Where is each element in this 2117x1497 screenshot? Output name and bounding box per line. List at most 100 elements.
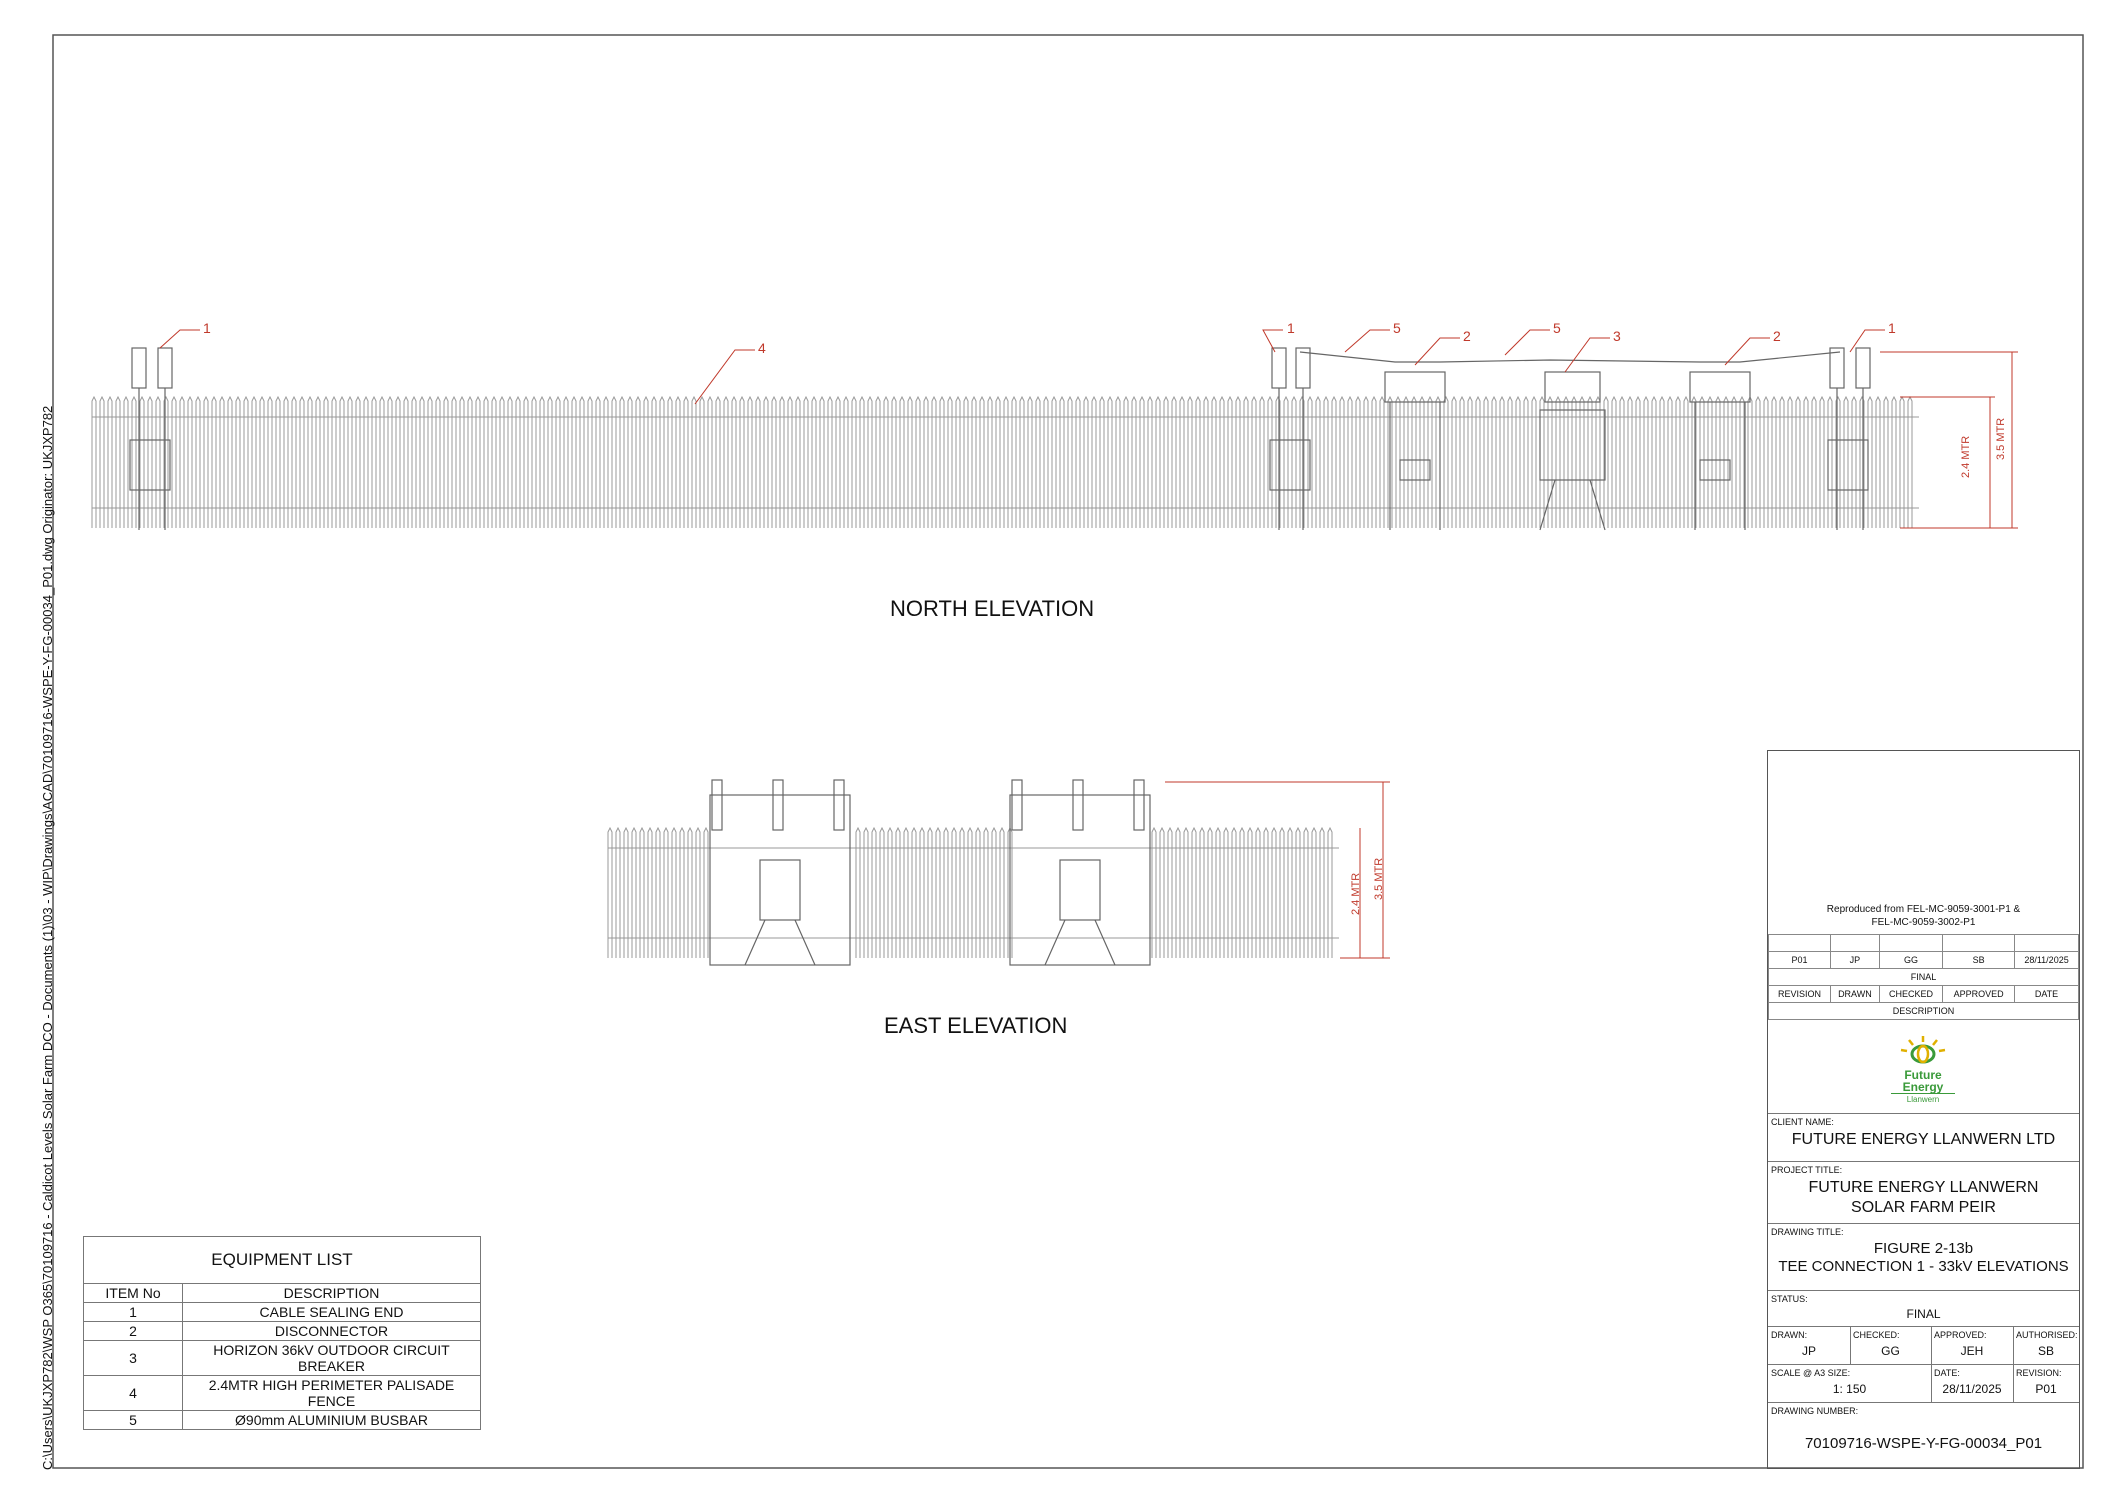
item-number: 4 [83, 1375, 183, 1411]
north-callout-5b: 5 [1553, 320, 1561, 336]
project-line: SOLAR FARM PEIR [1851, 1199, 1996, 1216]
drawing-number-section: DRAWING NUMBER: 70109716-WSPE-Y-FG-00034… [1768, 1402, 2079, 1469]
company-logo: Future Energy Llanwern [1891, 1034, 1955, 1114]
project-line: FUTURE ENERGY LLANWERN [1808, 1179, 2039, 1196]
drawing-number-value: 70109716-WSPE-Y-FG-00034_P01 [1804, 1435, 2043, 1452]
north-dim-3-5: 3.5 MTR [1995, 417, 2007, 460]
rev-cell: SB [1942, 951, 2016, 969]
logo-text: Future [1904, 1068, 1942, 1082]
east-elevation-title: EAST ELEVATION [884, 1013, 1068, 1038]
north-callout-leaders [159, 329, 1885, 405]
logo-text: Energy [1902, 1080, 1944, 1094]
drawing-number-label: DRAWING NUMBER: [1771, 1406, 1859, 1416]
rev-cell: P01 [1768, 951, 1831, 969]
equipment-list-title: EQUIPMENT LIST [83, 1236, 481, 1284]
date-value: 28/11/2025 [1942, 1382, 2002, 1396]
drawn-label: DRAWN: [1771, 1330, 1808, 1340]
north-callout-5a: 5 [1393, 320, 1401, 336]
project-title: FUTURE ENERGY LLANWERN SOLAR FARM PEIR [1768, 1178, 2079, 1218]
drawing-title-section: DRAWING TITLE: FIGURE 2-13b TEE CONNECTI… [1768, 1223, 2079, 1291]
scale-section: SCALE @ A3 SIZE: 1: 150 DATE: 28/11/2025… [1768, 1364, 2079, 1403]
approvals-section: DRAWN: JP CHECKED: GG APPROVED: JEH AUTH… [1768, 1326, 2079, 1365]
north-callout-4: 4 [758, 340, 766, 356]
authorised-label: AUTHORISED: [2016, 1330, 2078, 1340]
north-dimension-lines [1880, 351, 2018, 529]
rev-header: APPROVED [1942, 985, 2016, 1003]
date-label: DATE: [1934, 1368, 1960, 1378]
drawing-title-line: FIGURE 2-13b [1873, 1240, 1974, 1257]
equipment-header-description: DESCRIPTION [182, 1283, 481, 1303]
east-dim-3-5: 3.5 MTR [1373, 857, 1385, 900]
checked-label: CHECKED: [1853, 1330, 1900, 1340]
item-number: 5 [83, 1410, 183, 1430]
checked-value: GG [1881, 1344, 1900, 1358]
rev-cell: GG [1878, 951, 1944, 969]
north-elevation-equipment [129, 347, 1871, 531]
status-value: FINAL [1906, 1307, 1941, 1321]
rev-header: REVISION [1768, 985, 1831, 1003]
item-description: HORIZON 36kV OUTDOOR CIRCUIT BREAKER [182, 1340, 481, 1376]
north-callout-3: 3 [1613, 328, 1621, 344]
revision-value: P01 [2035, 1382, 2057, 1396]
sheet-border [52, 34, 2084, 1469]
note-line: FEL-MC-9059-3002-P1 [1871, 917, 1976, 928]
logo-text: Llanwern [1891, 1093, 1955, 1106]
north-callout-2b: 2 [1773, 328, 1781, 344]
rev-header: CHECKED [1878, 985, 1944, 1003]
east-elevation-fence [607, 826, 1339, 958]
client-name: FUTURE ENERGY LLANWERN LTD [1791, 1131, 2056, 1148]
rev-description: FINAL [1768, 968, 2079, 986]
rev-cell: 28/11/2025 [2014, 951, 2079, 969]
item-description: Ø90mm ALUMINIUM BUSBAR [182, 1410, 481, 1430]
approved-value: JEH [1960, 1344, 1984, 1358]
title-block: Reproduced from FEL-MC-9059-3001-P1 & FE… [1767, 750, 2080, 1469]
item-number: 3 [83, 1340, 183, 1376]
project-label: PROJECT TITLE: [1771, 1165, 1843, 1175]
drawing-title-line: TEE CONNECTION 1 - 33kV ELEVATIONS [1778, 1258, 2069, 1275]
rev-cell: JP [1829, 951, 1880, 969]
north-callout-1a: 1 [203, 320, 211, 336]
drawing-title: FIGURE 2-13b TEE CONNECTION 1 - 33kV ELE… [1768, 1240, 2079, 1276]
east-dim-2-4: 2.4 MTR [1350, 872, 1362, 915]
authorised-value: SB [2037, 1344, 2054, 1358]
sun-logo-icon [1900, 1036, 1946, 1064]
status-section: STATUS: FINAL [1768, 1290, 2079, 1327]
item-number: 2 [83, 1321, 183, 1341]
north-callout-1c: 1 [1888, 320, 1896, 336]
scale-value: 1: 150 [1832, 1382, 1867, 1396]
project-section: PROJECT TITLE: FUTURE ENERGY LLANWERN SO… [1768, 1161, 2079, 1224]
revision-label: REVISION: [2016, 1368, 2062, 1378]
drawing-title-label: DRAWING TITLE: [1771, 1227, 1844, 1237]
north-callout-2a: 2 [1463, 328, 1471, 344]
north-elevation-fence [91, 395, 1919, 528]
revision-table: P01 JP GG SB 28/11/2025 FINAL REVISION D… [1768, 934, 2079, 1020]
client-label: CLIENT NAME: [1771, 1117, 1834, 1127]
item-description: DISCONNECTOR [182, 1321, 481, 1341]
scale-label: SCALE @ A3 SIZE: [1771, 1368, 1851, 1378]
description-label: DESCRIPTION [1768, 1002, 2079, 1020]
item-description: 2.4MTR HIGH PERIMETER PALISADE FENCE [182, 1375, 481, 1411]
drawn-value: JP [1801, 1344, 1816, 1358]
north-elevation-title: NORTH ELEVATION [890, 596, 1095, 621]
east-dimension-lines [1165, 781, 1390, 959]
north-dim-2-4: 2.4 MTR [1960, 435, 1972, 478]
item-description: CABLE SEALING END [182, 1302, 481, 1322]
item-number: 1 [83, 1302, 183, 1322]
east-elevation-equipment [709, 779, 1151, 966]
equipment-header-item: ITEM No [83, 1283, 183, 1303]
rev-header: DATE [2014, 985, 2079, 1003]
note-line: Reproduced from FEL-MC-9059-3001-P1 & [1826, 904, 2021, 915]
approved-label: APPROVED: [1934, 1330, 1987, 1340]
client-section: CLIENT NAME: FUTURE ENERGY LLANWERN LTD [1768, 1113, 2079, 1162]
status-label: STATUS: [1771, 1294, 1808, 1304]
file-path-text: C:\Users\UKJXP782\WSP O365\70109716 - Ca… [40, 405, 55, 1470]
rev-header: DRAWN [1829, 985, 1880, 1003]
north-callout-1b: 1 [1287, 320, 1295, 336]
